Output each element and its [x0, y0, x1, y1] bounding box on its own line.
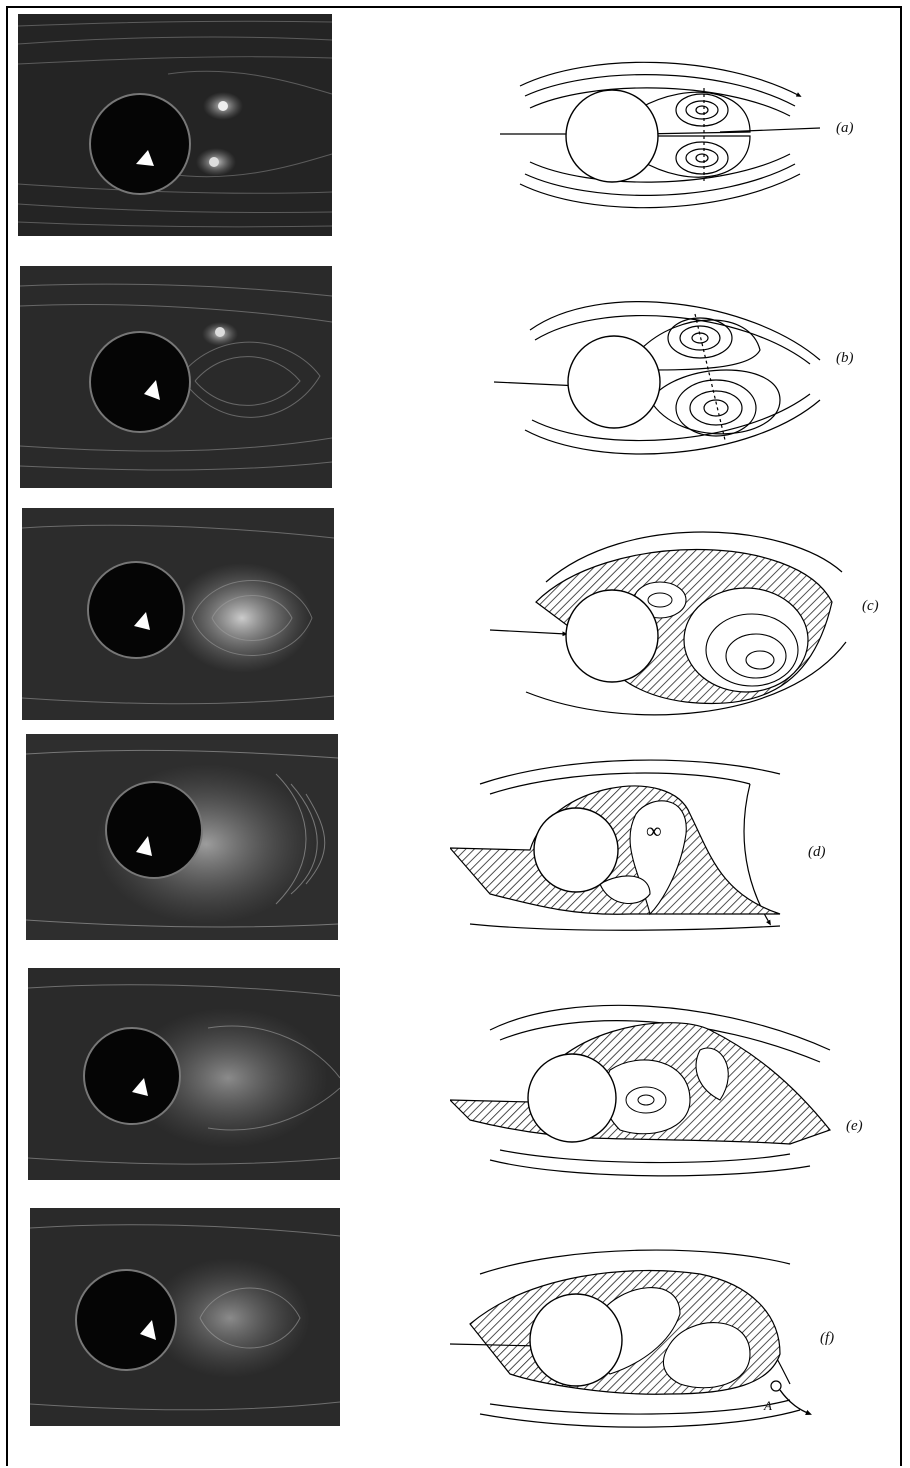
photo-c	[22, 508, 334, 720]
photo-d	[26, 734, 338, 940]
photo-a	[18, 14, 332, 236]
sketch-a	[490, 60, 820, 210]
panel-label-f: (f)	[820, 1330, 834, 1347]
photo-f	[30, 1208, 340, 1426]
svg-text:∞: ∞	[646, 818, 662, 843]
panel-label-c: (c)	[862, 598, 879, 615]
panel-label-b: (b)	[836, 350, 854, 367]
sketch-c	[486, 522, 856, 722]
panel-label-e: (e)	[846, 1118, 863, 1135]
panel-label-a: (a)	[836, 120, 854, 137]
panel-label-d: (d)	[808, 844, 826, 861]
photo-b	[20, 266, 332, 488]
sketch-e	[450, 990, 840, 1180]
photo-e	[28, 968, 340, 1180]
point-label-a: A	[764, 1398, 772, 1414]
sketch-b	[490, 290, 830, 460]
sketch-d: ∞	[450, 754, 790, 934]
